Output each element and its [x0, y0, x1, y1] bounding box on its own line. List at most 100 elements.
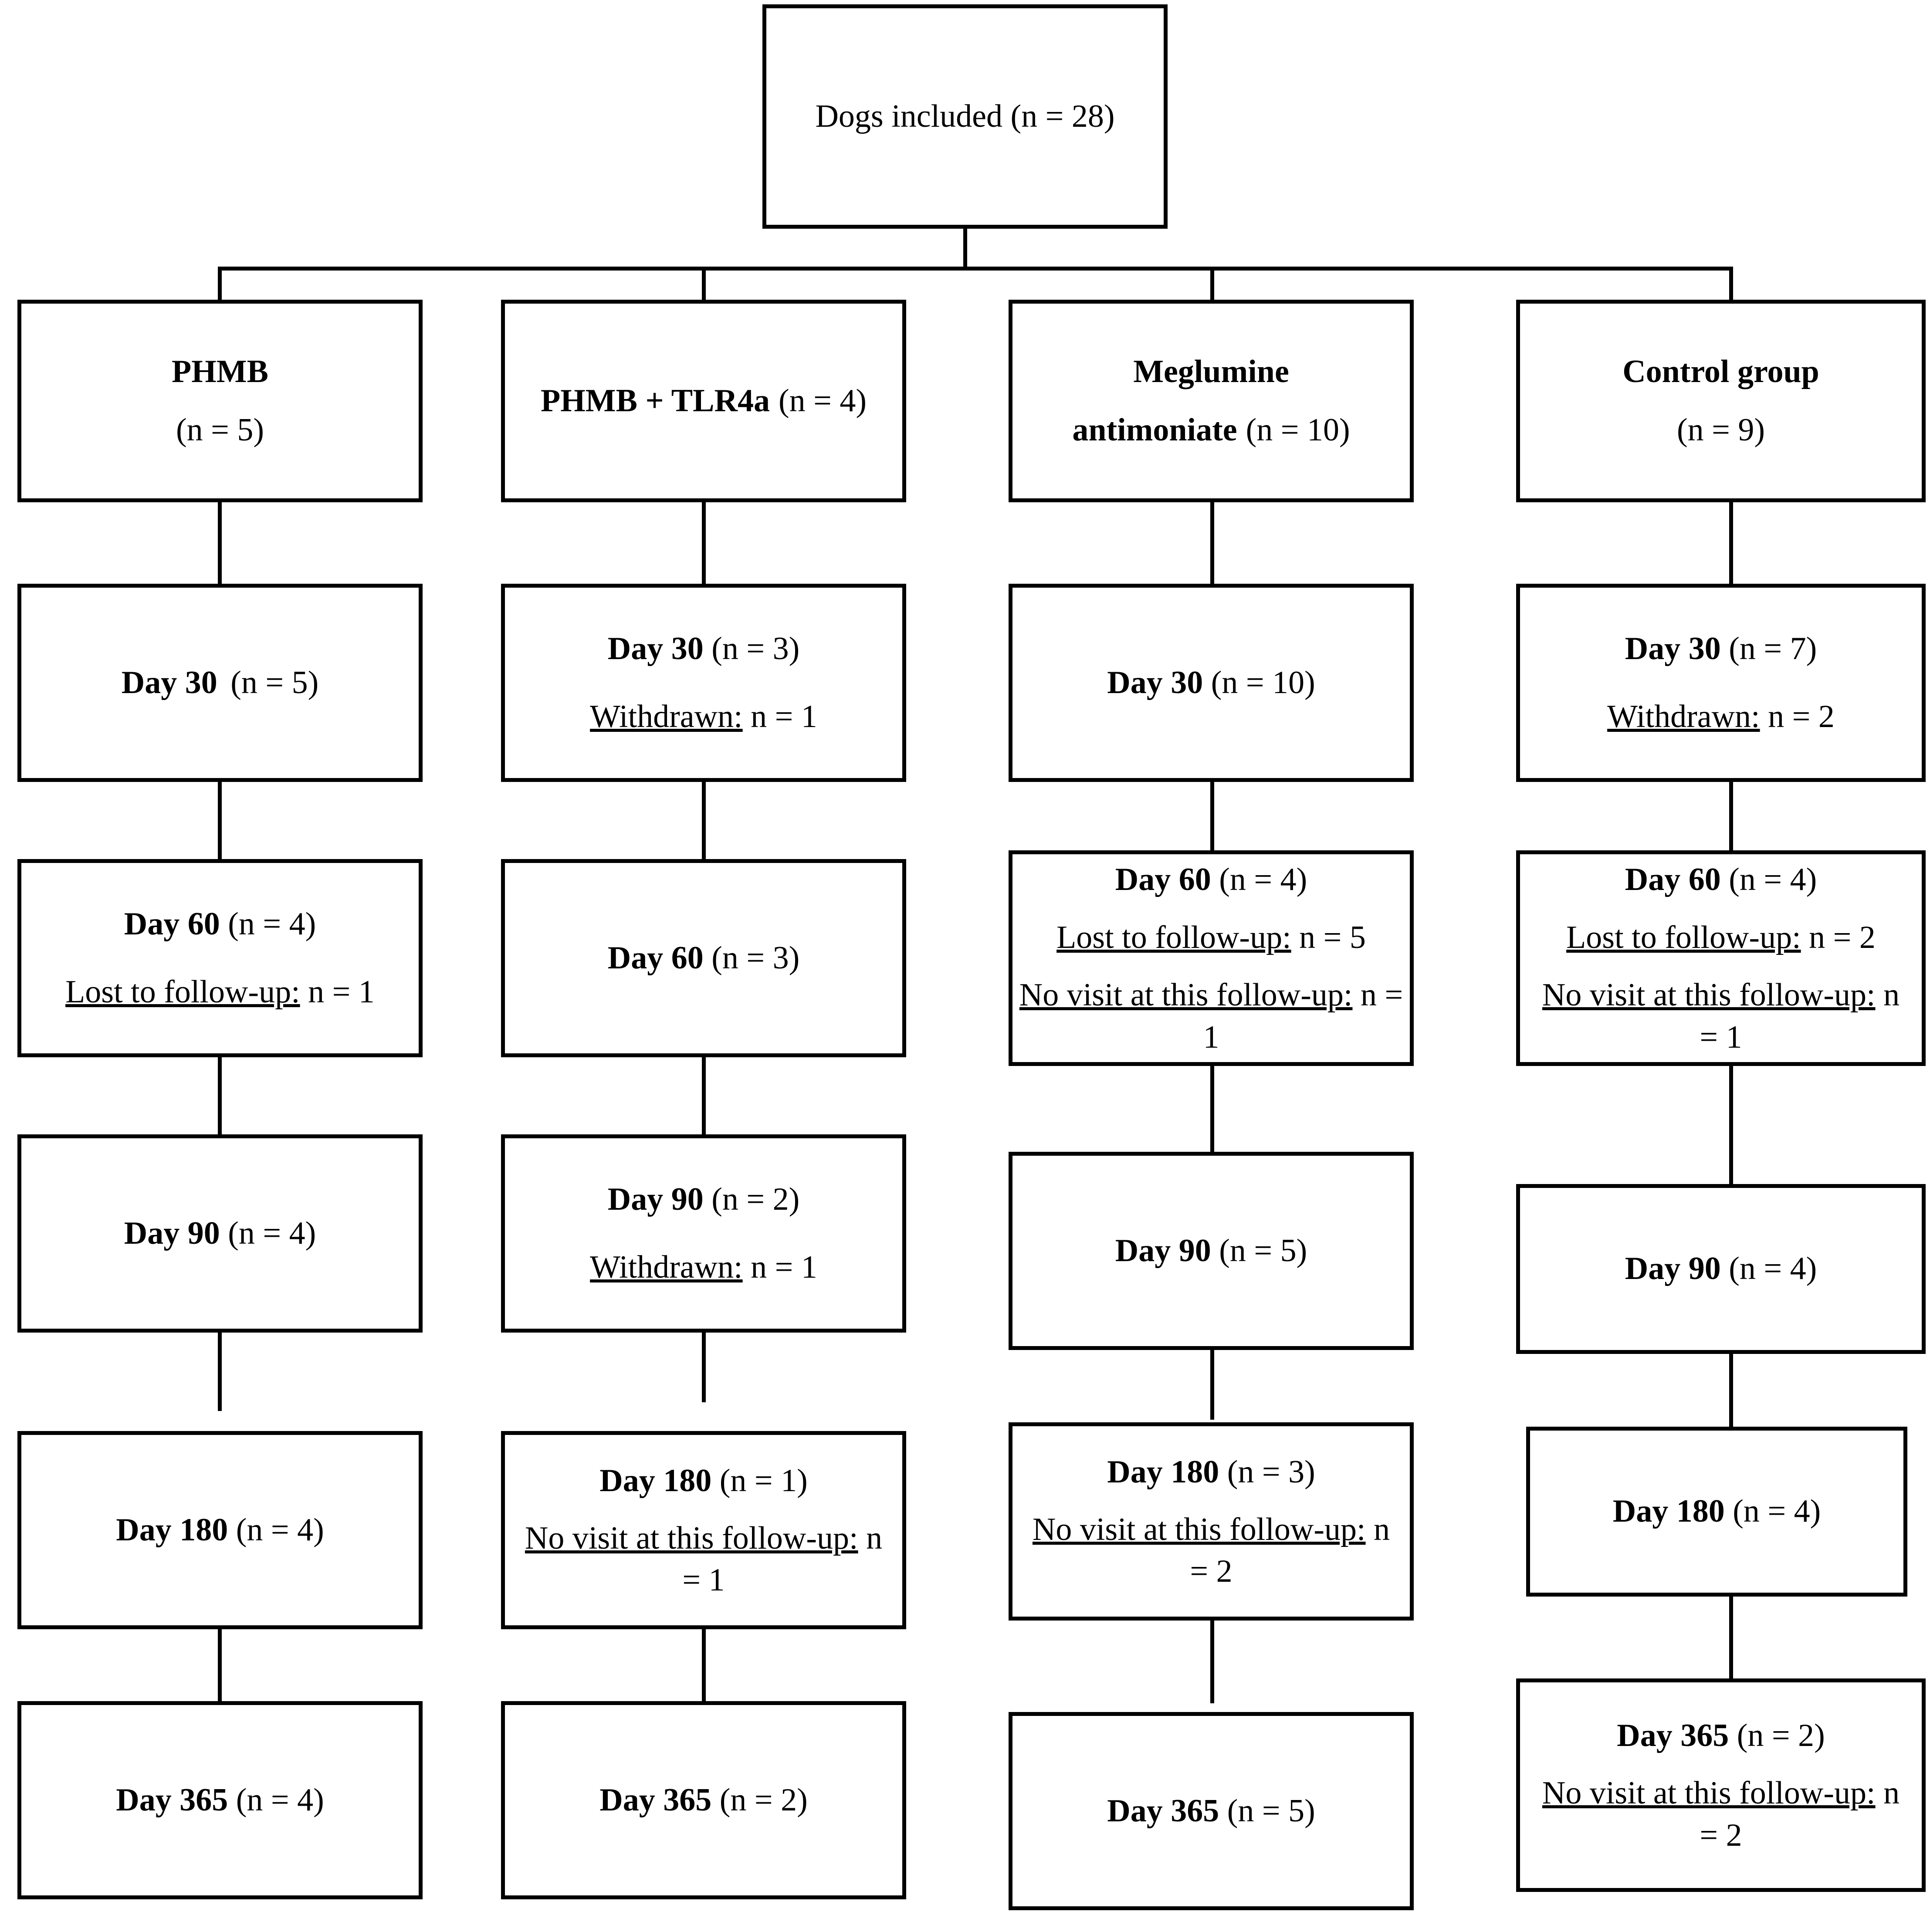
connector-col4-day60-day90 [1729, 1066, 1733, 1186]
day180-tlr4a-note-0-value: n = 1 [682, 1520, 883, 1598]
node-group-control: Control group (n = 9) [1516, 300, 1926, 502]
day60-control-note-1-value: n = 1 [1700, 977, 1900, 1055]
day90-phmb-day: Day 90 [124, 1215, 220, 1251]
day180-control-count: (n = 4) [1724, 1493, 1821, 1529]
day90-phmb-label: Day 90 (n = 4) [124, 1212, 316, 1255]
day365-phmb-label: Day 365 (n = 4) [116, 1779, 324, 1822]
day60-meglumine-count: (n = 4) [1211, 862, 1307, 898]
day365-tlr4a-label: Day 365 (n = 2) [599, 1779, 807, 1822]
connector-col2-day90-day180 [702, 1333, 706, 1402]
day60-meglumine-note-0-value: n = 5 [1291, 920, 1366, 956]
day60-control-note-0-label: Lost to follow-up: [1566, 920, 1801, 956]
day60-meglumine-label: Day 60 (n = 4) [1115, 858, 1307, 901]
node-day30-meglumine: Day 30 (n = 10) [1009, 584, 1414, 782]
node-day30-phmb-tlr4a: Day 30 (n = 3) Withdrawn: n = 1 [501, 584, 906, 782]
day365-control-note-0: No visit at this follow-up: n = 2 [1534, 1772, 1908, 1856]
node-day60-phmb: Day 60 (n = 4) Lost to follow-up: n = 1 [17, 859, 423, 1057]
node-day90-meglumine: Day 90 (n = 5) [1009, 1152, 1414, 1350]
node-day180-control: Day 180 (n = 4) [1526, 1427, 1907, 1597]
day180-meglumine-label: Day 180 (n = 3) [1107, 1451, 1315, 1494]
group-name-meglumine-line2: antimoniate(n = 10) [1072, 409, 1350, 452]
connector-col3-day60-day90 [1210, 1066, 1214, 1153]
day30-control-day: Day 30 [1625, 631, 1721, 667]
connector-col4-group-day30 [1729, 502, 1733, 585]
day90-tlr4a-note-0-label: Withdrawn: [590, 1249, 743, 1285]
day180-tlr4a-label: Day 180 (n = 1) [599, 1459, 807, 1502]
day365-phmb-count: (n = 4) [228, 1782, 324, 1818]
connector-col2-group-day30 [702, 502, 706, 585]
node-day30-phmb: Day 30 (n = 5) [17, 584, 423, 782]
connector-col1-day90-day180 [218, 1333, 222, 1411]
node-day60-meglumine: Day 60 (n = 4) Lost to follow-up: n = 5 … [1009, 850, 1414, 1066]
node-day365-control: Day 365 (n = 2) No visit at this follow-… [1516, 1678, 1926, 1892]
day60-meglumine-day: Day 60 [1115, 862, 1211, 898]
group-count-phmb: (n = 5) [176, 412, 264, 448]
day180-meglumine-day: Day 180 [1107, 1454, 1219, 1490]
day60-meglumine-note-1-value: n = 1 [1203, 977, 1403, 1055]
day60-control-label: Day 60 (n = 4) [1625, 858, 1817, 901]
group-count-meglumine: (n = 10) [1246, 412, 1350, 448]
day365-meglumine-count: (n = 5) [1219, 1793, 1315, 1829]
day60-control-note-0-value: n = 2 [1801, 920, 1876, 956]
day365-meglumine-label: Day 365 (n = 5) [1107, 1790, 1315, 1833]
day90-tlr4a-note-0-value: n = 1 [742, 1249, 817, 1285]
group-count-phmb-tlr4a: (n = 4) [778, 382, 867, 419]
day180-meglumine-note-0: No visit at this follow-up: n = 2 [1026, 1509, 1396, 1592]
connector-col2-day30-day60 [702, 782, 706, 860]
day30-meglumine-day: Day 30 [1107, 664, 1203, 700]
day180-tlr4a-note-0: No visit at this follow-up: n = 1 [518, 1517, 889, 1601]
day180-control-day: Day 180 [1612, 1493, 1725, 1529]
node-day180-meglumine: Day 180 (n = 3) No visit at this follow-… [1009, 1422, 1414, 1621]
node-group-meglumine: Meglumine antimoniate(n = 10) [1009, 300, 1414, 502]
day180-tlr4a-count: (n = 1) [711, 1462, 808, 1499]
connector-col3-group-day30 [1210, 502, 1214, 585]
day30-tlr4a-note-0: Withdrawn: n = 1 [590, 695, 817, 738]
day60-tlr4a-day: Day 60 [607, 940, 704, 976]
connector-root-bar [218, 267, 1733, 271]
node-group-phmb-tlr4a: PHMB + TLR4a(n = 4) [501, 300, 906, 502]
day180-tlr4a-note-0-label: No visit at this follow-up: [525, 1520, 858, 1556]
day180-phmb-label: Day 180 (n = 4) [116, 1509, 324, 1552]
node-dogs-included: Dogs included (n = 28) [762, 4, 1168, 229]
day60-control-note-0: Lost to follow-up: n = 2 [1566, 916, 1876, 959]
node-day365-phmb-tlr4a: Day 365 (n = 2) [501, 1701, 906, 1899]
day90-meglumine-day: Day 90 [1115, 1232, 1211, 1269]
day60-control-count: (n = 4) [1720, 862, 1817, 898]
day60-phmb-label: Day 60 (n = 4) [124, 903, 316, 946]
day30-tlr4a-note-0-value: n = 1 [742, 698, 817, 734]
day30-phmb-count: (n = 5) [222, 664, 319, 700]
day60-tlr4a-count: (n = 3) [703, 940, 800, 976]
connector-drop-col4 [1729, 267, 1733, 301]
connector-col4-day90-day180 [1729, 1354, 1733, 1428]
day365-control-note-0-value: n = 2 [1700, 1775, 1900, 1853]
node-day90-phmb: Day 90 (n = 4) [17, 1134, 423, 1333]
day90-phmb-count: (n = 4) [220, 1215, 316, 1251]
day90-tlr4a-count: (n = 2) [703, 1181, 800, 1218]
day60-control-note-1-label: No visit at this follow-up: [1542, 977, 1876, 1013]
day30-phmb-label: Day 30 (n = 5) [122, 661, 318, 704]
node-day30-control: Day 30 (n = 7) Withdrawn: n = 2 [1516, 584, 1926, 782]
group-name-phmb: PHMB [172, 354, 268, 390]
day60-control-day: Day 60 [1625, 862, 1721, 898]
day365-control-note-0-label: No visit at this follow-up: [1542, 1775, 1876, 1811]
day90-control-day: Day 90 [1625, 1251, 1721, 1287]
connector-col3-day30-day60 [1210, 782, 1214, 852]
connector-col4-day30-day60 [1729, 782, 1733, 852]
day90-tlr4a-label: Day 90 (n = 2) [608, 1178, 799, 1221]
day60-meglumine-note-0: Lost to follow-up: n = 5 [1056, 916, 1366, 959]
node-day90-control: Day 90 (n = 4) [1516, 1184, 1926, 1354]
day90-meglumine-count: (n = 5) [1211, 1232, 1307, 1269]
day30-tlr4a-label: Day 30 (n = 3) [608, 627, 799, 670]
connector-col2-day60-day90 [702, 1057, 706, 1136]
day60-meglumine-note-0-label: Lost to follow-up: [1056, 920, 1291, 956]
day30-control-note-0-value: n = 2 [1760, 698, 1835, 734]
day60-phmb-count: (n = 4) [220, 906, 316, 942]
group-name-phmb-tlr4a: PHMB + TLR4a(n = 4) [541, 379, 867, 423]
connector-root-stem [963, 229, 967, 270]
day30-meglumine-label: Day 30 (n = 10) [1107, 661, 1315, 704]
day365-control-day: Day 365 [1617, 1718, 1729, 1754]
day365-phmb-day: Day 365 [116, 1782, 228, 1818]
day90-meglumine-label: Day 90 (n = 5) [1115, 1229, 1307, 1272]
day30-control-count: (n = 7) [1720, 631, 1817, 667]
connector-drop-col1 [218, 267, 222, 301]
